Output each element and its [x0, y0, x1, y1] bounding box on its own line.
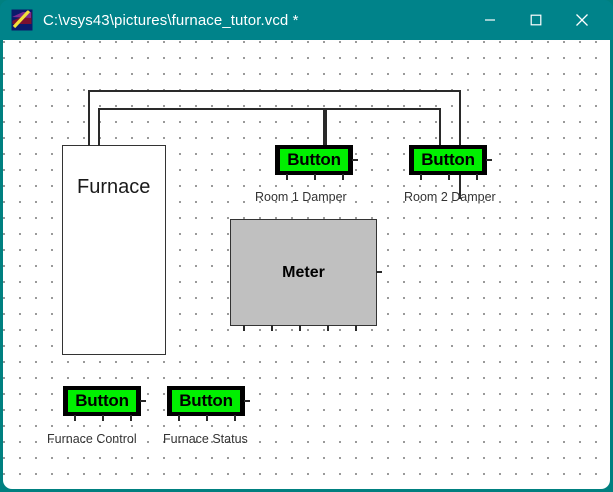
room1-damper-pin-bot-2	[314, 174, 316, 180]
room2-damper-pin-bot-2	[448, 174, 450, 180]
close-button[interactable]	[559, 0, 605, 40]
room1-damper-pin-bot-3	[342, 174, 344, 180]
room2-damper-pin-right	[486, 159, 492, 161]
meter-block-label: Meter	[282, 263, 325, 281]
furnace-status-net-label: Furnace Status	[163, 432, 248, 446]
meter-block[interactable]: Meter	[230, 219, 377, 326]
room1-damper-net-label: Room 1 Damper	[255, 190, 347, 204]
room1-damper-pin-bot-1	[286, 174, 288, 180]
furnace-control-pin-right	[140, 400, 146, 402]
furnace-pin-2	[98, 140, 100, 146]
furnace-control-button[interactable]: Button	[63, 386, 141, 416]
window-title: C:\vsys43\pictures\furnace_tutor.vcd *	[43, 11, 299, 29]
meter-pin-1	[243, 325, 245, 331]
furnace-control-button-label: Button	[68, 390, 136, 412]
room1-damper-pin-right	[352, 159, 358, 161]
wire-net4-right-drop	[439, 108, 441, 158]
maximize-button[interactable]	[513, 0, 559, 40]
wire-net4-left-drop	[323, 108, 325, 158]
wire-net3-left-drop	[325, 108, 327, 158]
furnace-pin-1	[88, 140, 90, 146]
furnace-control-net-label: Furnace Control	[47, 432, 137, 446]
wire-net2-top	[98, 108, 327, 110]
furnace-control-pin-bot-3	[130, 415, 132, 421]
room2-damper-pin-bot-1	[420, 174, 422, 180]
room2-damper-button[interactable]: Button	[409, 145, 487, 175]
furnace-status-button[interactable]: Button	[167, 386, 245, 416]
wire-net4-top	[323, 108, 441, 110]
furnace-status-pin-bot-1	[178, 415, 180, 421]
furnace-block[interactable]: Furnace	[62, 145, 166, 355]
furnace-status-pin-right	[244, 400, 250, 402]
furnace-control-pin-bot-1	[74, 415, 76, 421]
wire-net1-top	[88, 90, 461, 92]
furnace-status-button-label: Button	[172, 390, 240, 412]
meter-pin-2	[271, 325, 273, 331]
meter-pin-5	[355, 325, 357, 331]
room1-damper-button-label: Button	[280, 149, 348, 171]
wire-net1-right-drop	[459, 90, 461, 199]
furnace-status-pin-bot-2	[206, 415, 208, 421]
furnace-status-pin-bot-3	[234, 415, 236, 421]
meter-pin-right	[376, 271, 382, 273]
meter-pin-4	[327, 325, 329, 331]
meter-pin-3	[299, 325, 301, 331]
title-bar: C:\vsys43\pictures\furnace_tutor.vcd *	[0, 0, 613, 40]
room2-damper-pin-bot-3	[476, 174, 478, 180]
room2-damper-net-label: Room 2 Damper	[404, 190, 496, 204]
minimize-button[interactable]	[467, 0, 513, 40]
app-palette-icon	[11, 9, 33, 31]
room1-damper-button[interactable]: Button	[275, 145, 353, 175]
furnace-control-pin-bot-2	[102, 415, 104, 421]
room2-damper-button-label: Button	[414, 149, 482, 171]
furnace-block-label: Furnace	[77, 176, 151, 198]
schematic-canvas[interactable]: Furnace Meter Button Room 1 Damper Butto	[3, 40, 610, 489]
